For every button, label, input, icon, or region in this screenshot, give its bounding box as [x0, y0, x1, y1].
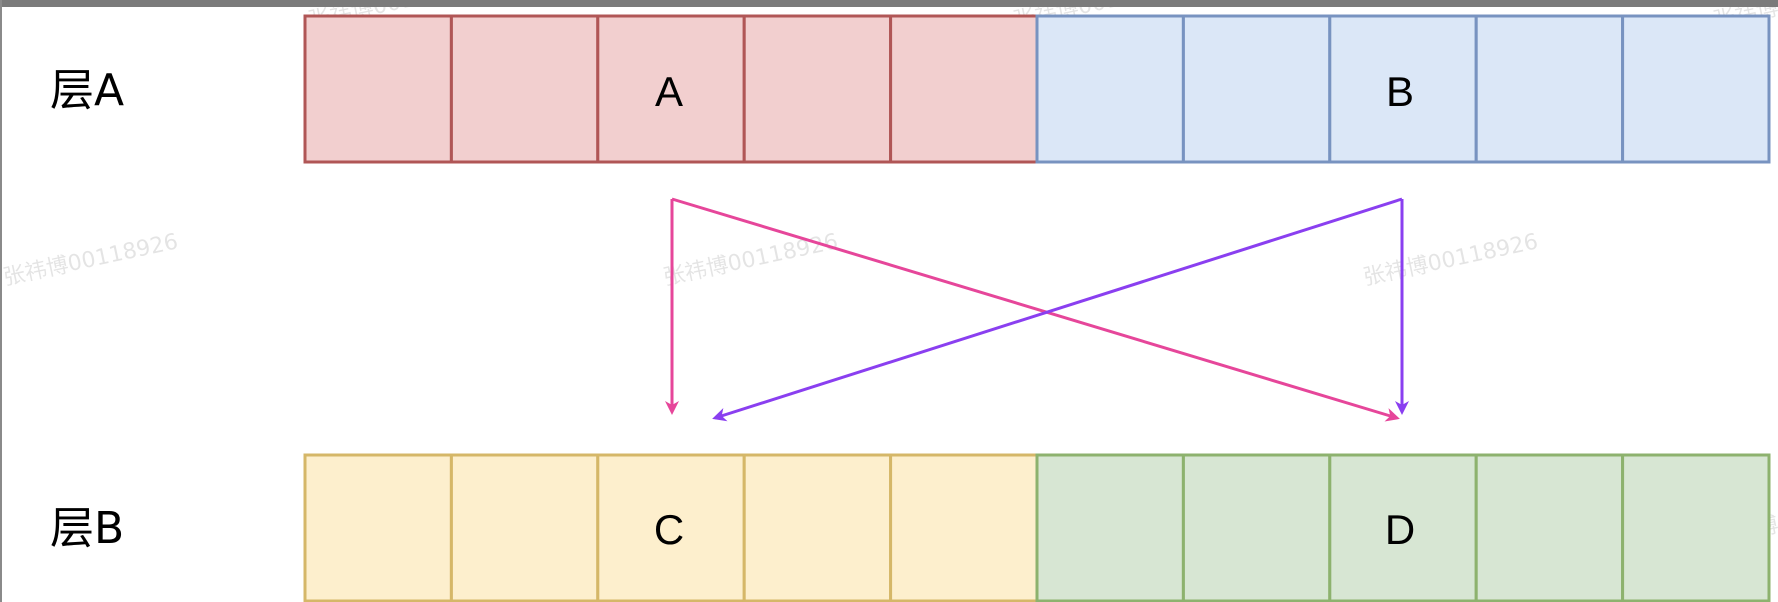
layer-label-a: 层A — [50, 65, 124, 116]
cell-a-3 — [596, 14, 746, 164]
cell-c-5 — [889, 453, 1039, 602]
block-b-label: B — [1386, 68, 1414, 115]
block-d-label: D — [1385, 506, 1415, 553]
cell-d-3 — [1328, 453, 1478, 602]
watermark-text: 张祎博00118926 — [1, 229, 180, 290]
cell-b-4 — [1474, 14, 1625, 164]
cell-b-5 — [1621, 14, 1771, 164]
window-top-edge — [0, 0, 1778, 7]
arrow-b-to-c — [712, 197, 1403, 422]
block-c — [303, 453, 1039, 602]
cell-c-1 — [303, 453, 453, 602]
layer-label-b: 层B — [50, 503, 124, 554]
cell-d-2 — [1181, 453, 1332, 602]
cell-c-3 — [596, 453, 746, 602]
cell-b-1 — [1035, 14, 1185, 164]
connection-arrows — [665, 197, 1409, 422]
cell-a-1 — [303, 14, 453, 164]
cell-c-4 — [742, 453, 893, 602]
block-a-label: A — [655, 68, 683, 115]
block-b — [1035, 14, 1771, 164]
cell-d-1 — [1035, 453, 1185, 602]
block-a — [303, 14, 1039, 164]
cell-b-3 — [1328, 14, 1478, 164]
watermark-text: 张祎博00118926 — [1361, 229, 1540, 290]
arrow-a-to-d — [671, 197, 1400, 422]
cell-c-2 — [449, 453, 600, 602]
cell-a-2 — [449, 14, 600, 164]
watermark-text: 张祎博00118926 — [661, 229, 840, 290]
block-d — [1035, 453, 1771, 602]
window-left-edge — [0, 0, 2, 602]
layer-a-row: A B — [303, 14, 1771, 164]
layer-b-row: C D — [303, 453, 1771, 602]
cell-a-4 — [742, 14, 893, 164]
block-c-label: C — [654, 506, 684, 553]
cell-d-4 — [1474, 453, 1625, 602]
cell-d-5 — [1621, 453, 1771, 602]
cell-b-2 — [1181, 14, 1332, 164]
cell-a-5 — [889, 14, 1039, 164]
